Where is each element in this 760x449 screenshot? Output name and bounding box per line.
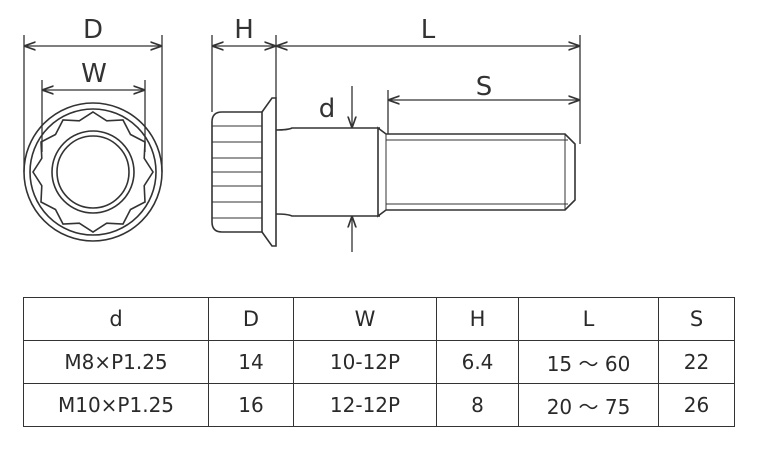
cell-W: 12-12P [293, 383, 437, 427]
spec-table: d D W H L S M8×P1.25 14 10-12P 6.4 15 ～ … [23, 297, 735, 427]
header-d: d [23, 297, 209, 341]
table-row: M8×P1.25 14 10-12P 6.4 15 ～ 60 22 [23, 340, 735, 384]
table-header-row: d D W H L S [23, 297, 735, 341]
bolt-end-view [23, 102, 163, 242]
label-L: L [421, 15, 436, 45]
cell-S: 26 [658, 383, 735, 427]
cell-d: M8×P1.25 [23, 340, 209, 384]
cell-D: 14 [208, 340, 294, 384]
label-D: D [83, 15, 103, 45]
table-row: M10×P1.25 16 12-12P 8 20 ～ 75 26 [23, 383, 735, 427]
cell-H: 8 [436, 383, 519, 427]
dimension-D [23, 35, 163, 172]
dimension-S [387, 90, 580, 134]
cell-d: M10×P1.25 [23, 383, 209, 427]
header-W: W [293, 297, 437, 341]
cell-D: 16 [208, 383, 294, 427]
bolt-drawing: D W H L [23, 15, 581, 252]
header-S: S [658, 297, 735, 341]
header-L: L [518, 297, 659, 341]
cell-L: 15 ～ 60 [518, 340, 659, 384]
label-S: S [476, 72, 493, 102]
bolt-side-view [211, 97, 576, 247]
dimension-L [276, 35, 581, 144]
dimension-H [211, 35, 277, 112]
label-W: W [81, 59, 107, 89]
label-H: H [234, 15, 254, 45]
cell-W: 10-12P [293, 340, 437, 384]
header-H: H [436, 297, 519, 341]
twelve-point-socket [32, 111, 154, 233]
label-d: d [319, 94, 336, 124]
cell-H: 6.4 [436, 340, 519, 384]
header-D: D [208, 297, 294, 341]
cell-L: 20 ～ 75 [518, 383, 659, 427]
cell-S: 22 [658, 340, 735, 384]
dimension-W [41, 80, 146, 152]
